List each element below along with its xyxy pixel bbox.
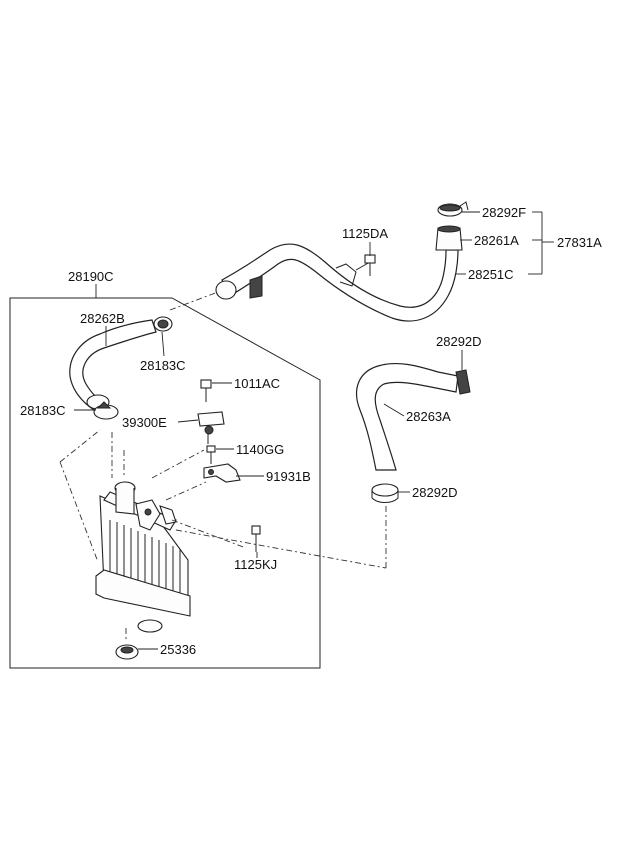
label-28263A: 28263A <box>406 409 451 424</box>
phantom-lines <box>59 291 387 642</box>
label-28292D-bottom: 28292D <box>412 485 458 500</box>
label-28261A: 28261A <box>474 233 519 248</box>
label-1125DA: 1125DA <box>342 226 388 241</box>
assembly-boundary <box>9 297 321 669</box>
label-1011AC: 1011AC <box>234 376 280 391</box>
label-1140GG: 1140GG <box>236 442 284 457</box>
clamp-28292F <box>437 201 469 217</box>
clamp-28183C-top <box>153 316 173 332</box>
label-28292F: 28292F <box>482 205 526 220</box>
label-91931B: 91931B <box>266 469 311 484</box>
intake-hose-28251C <box>215 243 459 322</box>
clamp-28292D-bottom <box>371 483 399 503</box>
hose-28263A <box>356 362 471 471</box>
label-28292D-top: 28292D <box>436 334 482 349</box>
bolt-1011AC <box>200 379 212 402</box>
label-28183C-top: 28183C <box>140 358 186 373</box>
label-25336: 25336 <box>160 642 196 657</box>
clamp-28183C-left <box>93 401 119 420</box>
label-1125KJ: 1125KJ <box>234 557 277 572</box>
label-27831A: 27831A <box>557 235 602 250</box>
label-28251C: 28251C <box>468 267 514 282</box>
label-39300E: 39300E <box>122 415 167 430</box>
bolt-1140GG <box>206 445 216 464</box>
bolt-1125KJ <box>251 525 261 552</box>
grommet-25336 <box>115 644 139 660</box>
sensor-39300E <box>197 411 225 444</box>
label-28190C: 28190C <box>68 269 114 284</box>
intercooler-core <box>95 481 191 633</box>
bolt-1125DA <box>364 254 376 276</box>
boot-28261A <box>435 225 463 251</box>
label-28262B: 28262B <box>80 311 125 326</box>
label-28183C-left: 28183C <box>20 403 66 418</box>
bracket-91931B <box>203 463 241 483</box>
leader-lines <box>74 211 554 650</box>
